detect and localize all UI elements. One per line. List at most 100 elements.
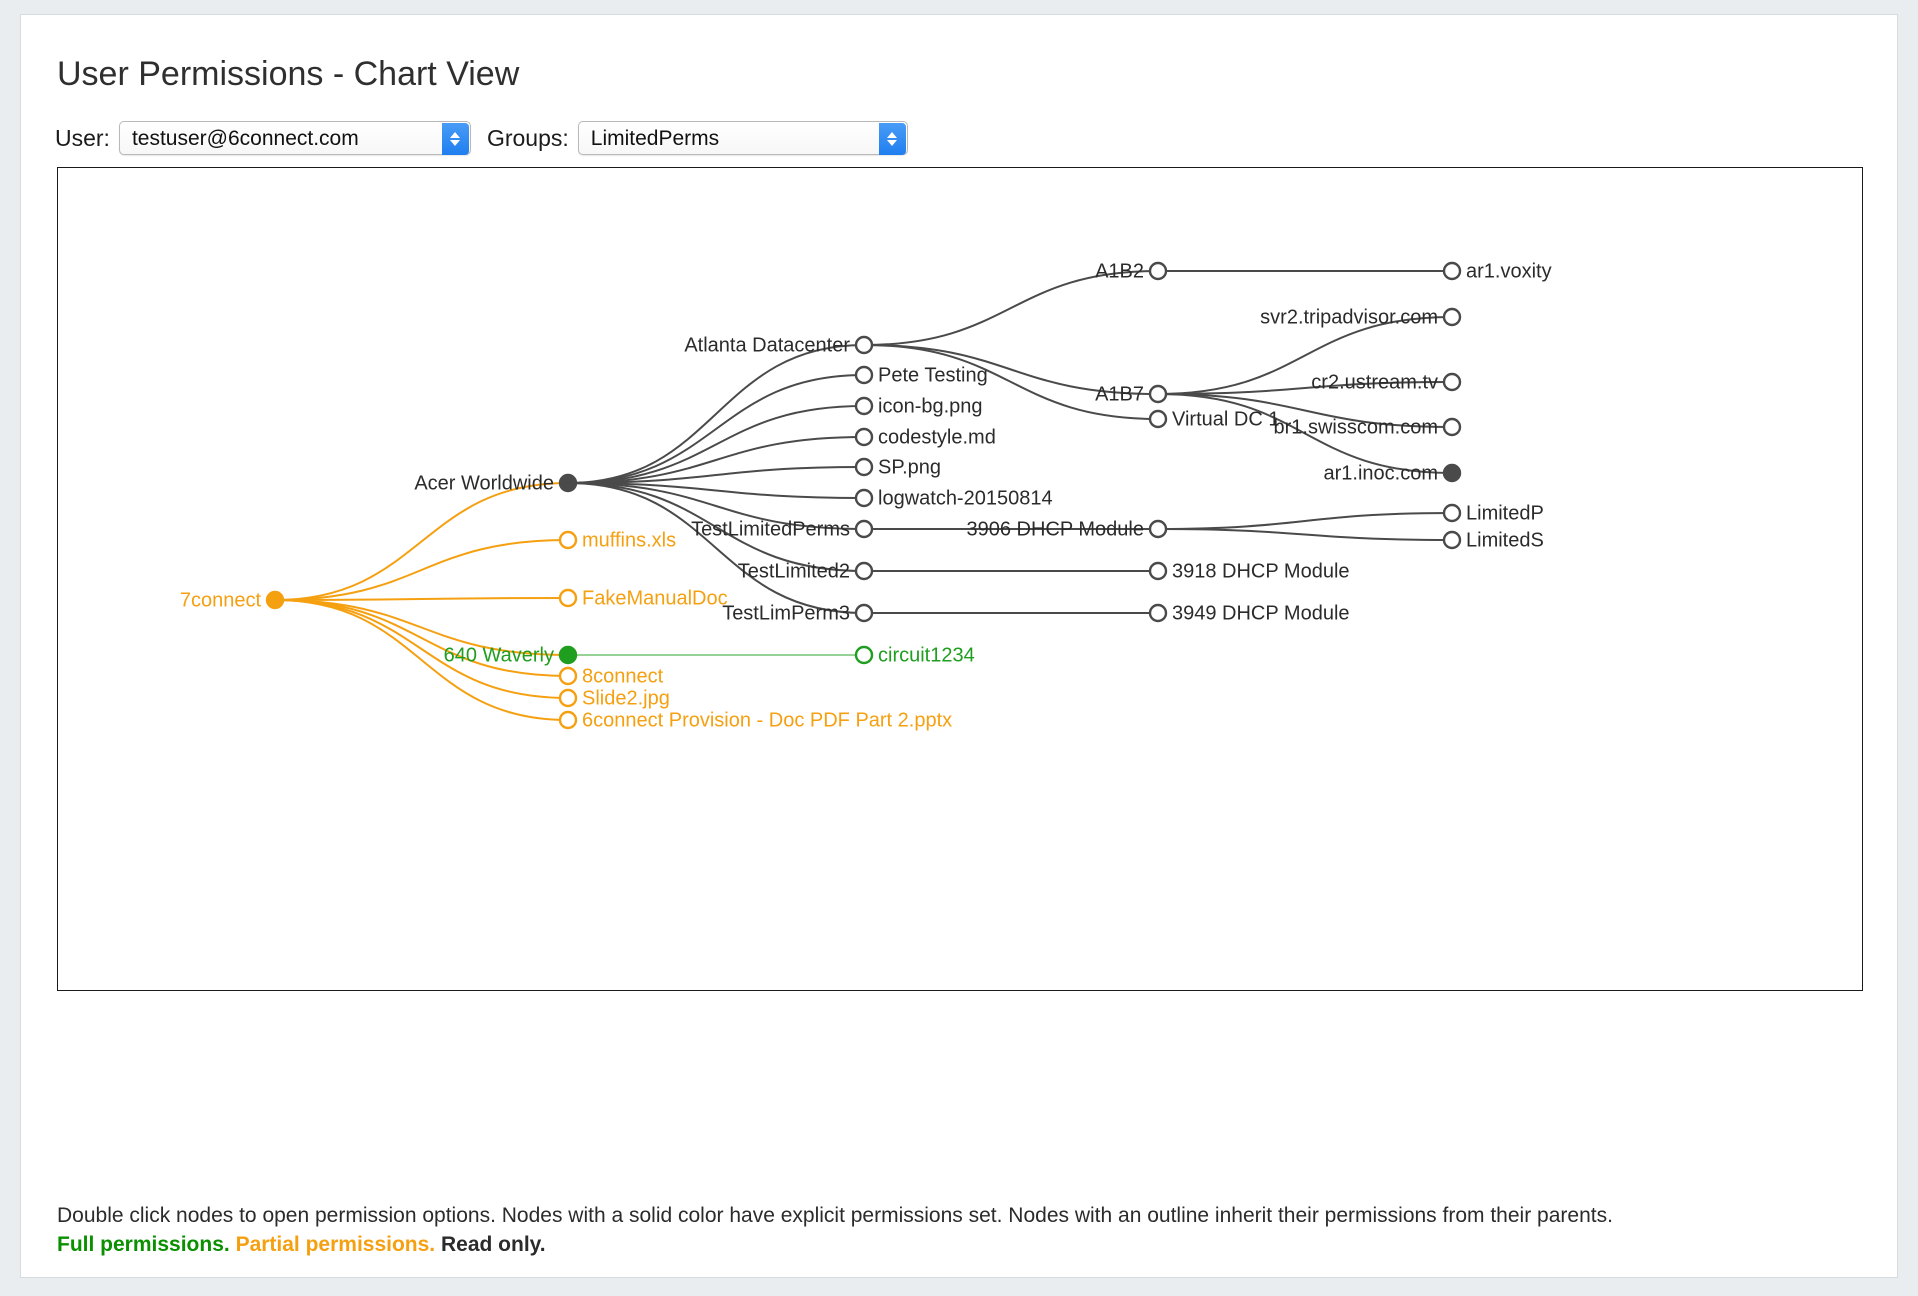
tree-node-provision[interactable]: 6connect Provision - Doc PDF Part 2.pptx (558, 709, 952, 731)
chart-footer: Double click nodes to open permission op… (57, 1203, 1857, 1258)
tree-node-8connect[interactable]: 8connect (558, 665, 664, 687)
tree-edge (863, 344, 1159, 420)
tree-edge (567, 405, 865, 484)
node-circle[interactable] (1442, 372, 1462, 392)
node-circle[interactable] (1442, 417, 1462, 437)
tree-node-dhcp3949[interactable]: 3949 DHCP Module (1148, 602, 1350, 624)
tree-node-muffins[interactable]: muffins.xls (558, 529, 676, 551)
node-label: Slide2.jpg (582, 687, 670, 709)
node-circle[interactable] (1148, 519, 1168, 539)
tree-edge (863, 270, 1159, 346)
tree-node-testlimperm3[interactable]: TestLimPerm3 (722, 602, 874, 624)
node-circle[interactable] (1442, 261, 1462, 281)
node-circle[interactable] (854, 603, 874, 623)
tree-node-cr2ustream[interactable]: cr2.ustream.tv (1311, 371, 1462, 393)
tree-edge (567, 466, 865, 484)
node-circle[interactable] (1148, 261, 1168, 281)
tree-node-a1b7[interactable]: A1B7 (1095, 383, 1168, 405)
node-circle[interactable] (558, 688, 578, 708)
tree-edge (274, 597, 569, 601)
tree-node-ar1voxity[interactable]: ar1.voxity (1442, 260, 1552, 282)
node-circle[interactable] (854, 427, 874, 447)
tree-node-acer[interactable]: Acer Worldwide (414, 472, 578, 494)
tree-edge (567, 344, 865, 484)
node-circle[interactable] (558, 666, 578, 686)
tree-node-logwatch[interactable]: logwatch-20150814 (854, 487, 1053, 509)
node-label: A1B2 (1095, 260, 1144, 282)
tree-node-circuit1234[interactable]: circuit1234 (854, 644, 975, 666)
node-circle[interactable] (1442, 530, 1462, 550)
node-circle[interactable] (854, 561, 874, 581)
node-circle[interactable] (1148, 409, 1168, 429)
tree-node-codestyle[interactable]: codestyle.md (854, 426, 996, 448)
tree-node-dhcp3918[interactable]: 3918 DHCP Module (1148, 560, 1350, 582)
node-circle[interactable] (1148, 384, 1168, 404)
tree-node-ar1inoc[interactable]: ar1.inoc.com (1324, 462, 1462, 484)
node-label: codestyle.md (878, 426, 996, 448)
node-label: Virtual DC 1 (1172, 408, 1279, 430)
tree-edge (1157, 381, 1453, 395)
node-circle[interactable] (1148, 561, 1168, 581)
tree-node-a1b2[interactable]: A1B2 (1095, 260, 1168, 282)
groups-select[interactable]: LimitedPerms (577, 121, 908, 155)
node-label: 6connect Provision - Doc PDF Part 2.pptx (582, 709, 952, 731)
node-circle[interactable] (558, 588, 578, 608)
node-circle[interactable] (558, 645, 578, 665)
node-circle[interactable] (558, 473, 578, 493)
tree-edge (567, 482, 865, 530)
legend-read-only: Read only. (441, 1233, 546, 1256)
node-layer[interactable]: 7connect Acer Worldwide muffins.xlsFakeMan… (180, 260, 1552, 731)
tree-node-atlanta[interactable]: Atlanta Datacenter (684, 334, 874, 356)
node-circle[interactable] (1148, 603, 1168, 623)
tree-node-petetesting[interactable]: Pete Testing (854, 364, 988, 386)
node-label: Atlanta Datacenter (684, 334, 850, 356)
node-circle[interactable] (854, 519, 874, 539)
tree-node-dhcp3906[interactable]: 3906 DHCP Module (966, 518, 1168, 540)
tree-edge (863, 344, 1159, 395)
chevron-updown-icon[interactable] (878, 123, 906, 155)
node-circle[interactable] (854, 396, 874, 416)
node-circle[interactable] (558, 530, 578, 550)
page-title: User Permissions - Chart View (57, 55, 520, 93)
node-circle[interactable] (1442, 503, 1462, 523)
node-circle[interactable] (854, 488, 874, 508)
footer-instructions: Double click nodes to open permission op… (57, 1204, 1613, 1227)
tree-edge (1157, 393, 1453, 428)
node-circle[interactable] (854, 335, 874, 355)
node-circle[interactable] (854, 365, 874, 385)
node-circle[interactable] (558, 710, 578, 730)
user-select-value: testuser@6connect.com (131, 127, 359, 150)
node-circle[interactable] (854, 645, 874, 665)
tree-node-waverly[interactable]: 640 Waverly (444, 644, 578, 666)
permission-tree-svg[interactable]: 7connect Acer Worldwide muffins.xlsFakeMan… (58, 168, 1862, 990)
node-label: 3918 DHCP Module (1172, 560, 1350, 582)
node-circle[interactable] (854, 457, 874, 477)
node-circle[interactable] (1442, 463, 1462, 483)
tree-node-testlimitedperms[interactable]: TestLimitedPerms (691, 518, 874, 540)
tree-node-fakemanualdoc[interactable]: FakeManualDoc (558, 587, 728, 609)
tree-node-slide2[interactable]: Slide2.jpg (558, 687, 670, 709)
tree-node-sppng[interactable]: SP.png (854, 456, 941, 478)
tree-node-7connect[interactable]: 7connect (180, 589, 285, 611)
tree-edge (274, 482, 569, 601)
chevron-updown-icon[interactable] (441, 123, 469, 155)
tree-node-br1swisscom[interactable]: br1.swisscom.com (1274, 416, 1462, 438)
user-select-label: User: (55, 124, 110, 151)
tree-edge (274, 599, 569, 721)
node-circle[interactable] (265, 590, 285, 610)
tree-node-svr2tripadvisor[interactable]: svr2.tripadvisor.com (1260, 306, 1462, 328)
node-label: ar1.inoc.com (1324, 462, 1439, 484)
tree-node-virtualdc1[interactable]: Virtual DC 1 (1148, 408, 1279, 430)
node-circle[interactable] (1442, 307, 1462, 327)
node-label: LimitedP (1466, 502, 1544, 524)
node-label: 640 Waverly (444, 644, 554, 666)
tree-node-testlimited2[interactable]: TestLimited2 (738, 560, 874, 582)
tree-node-limitedp[interactable]: LimitedP (1442, 502, 1544, 524)
tree-node-limiteds[interactable]: LimitedS (1442, 529, 1544, 551)
node-label: ar1.voxity (1466, 260, 1552, 282)
user-select[interactable]: testuser@6connect.com (118, 121, 471, 155)
tree-node-iconbg[interactable]: icon-bg.png (854, 395, 983, 417)
node-label: TestLimPerm3 (722, 602, 850, 624)
node-label: svr2.tripadvisor.com (1260, 306, 1438, 328)
